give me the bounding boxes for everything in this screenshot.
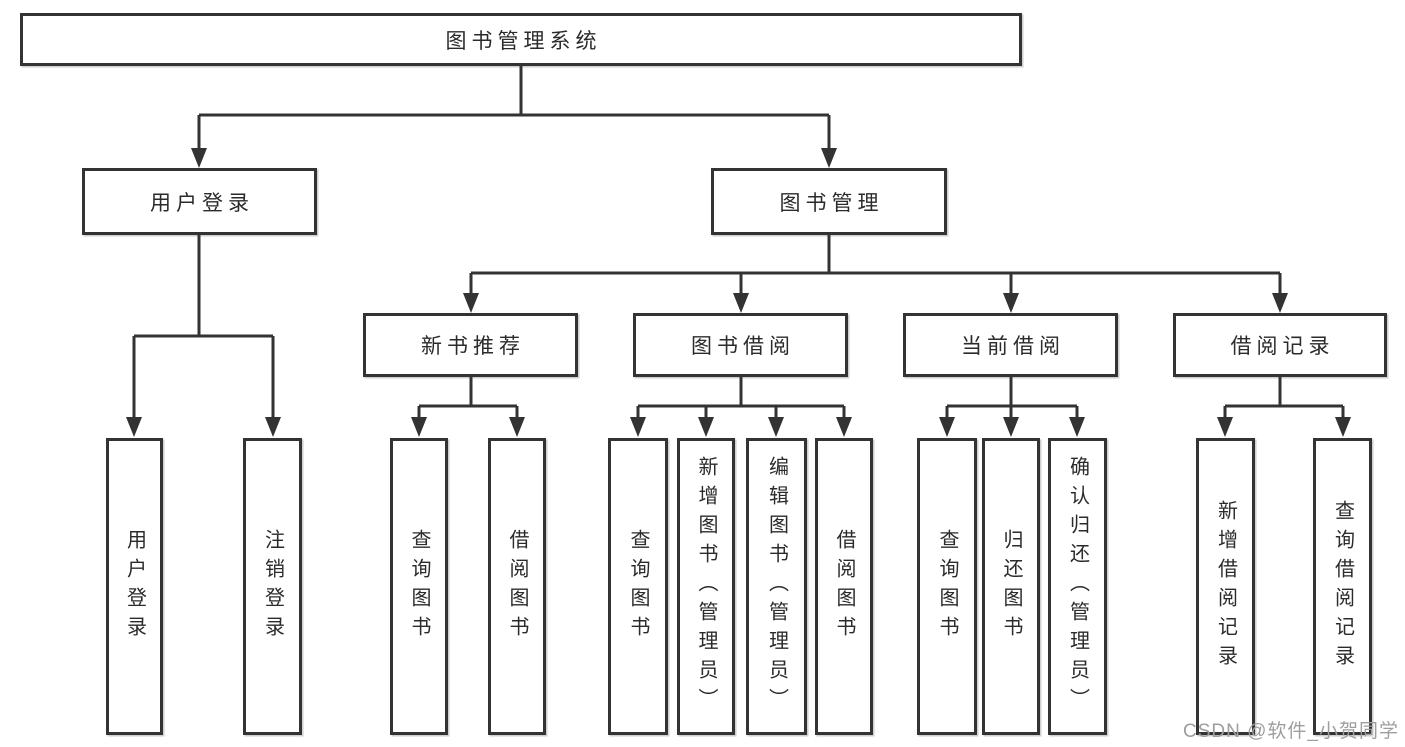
leaf-add-book-admin: 新增图书（管理员） — [677, 438, 735, 735]
node-book-management-label: 图书管理 — [779, 191, 884, 215]
leaf-return-books-label: 归还图书 — [1000, 528, 1022, 645]
leaf-borrow-books-1-label: 借阅图书 — [506, 528, 528, 645]
connector-book-mgmt — [463, 235, 1288, 313]
node-user-login: 用户登录 — [82, 168, 317, 235]
connector-current — [939, 377, 1085, 437]
leaf-logout-label: 注销登录 — [261, 528, 284, 645]
leaf-query-books-2: 查询图书 — [608, 438, 668, 735]
leaf-add-book-admin-label: 新增图书（管理员） — [695, 456, 717, 717]
leaf-user-login-label: 用户登录 — [123, 528, 146, 645]
node-current-borrowing-label: 当前借阅 — [961, 335, 1065, 358]
leaf-borrow-books-2: 借阅图书 — [815, 438, 873, 735]
leaf-return-books: 归还图书 — [982, 438, 1040, 735]
leaf-query-books-3-label: 查询图书 — [936, 528, 958, 645]
node-book-borrowing: 图书借阅 — [633, 313, 848, 377]
leaf-add-borrow-record-label: 新增借阅记录 — [1214, 499, 1237, 674]
connector-user-login — [126, 235, 281, 437]
leaf-edit-book-admin-label: 编辑图书（管理员） — [765, 456, 788, 717]
leaf-confirm-return-admin: 确认归还（管理员） — [1048, 438, 1107, 735]
node-new-book-recommend-label: 新书推荐 — [421, 335, 525, 358]
leaf-query-borrow-record: 查询借阅记录 — [1313, 438, 1372, 735]
node-borrowing-records: 借阅记录 — [1173, 313, 1387, 377]
connector-book-borrow — [630, 377, 852, 437]
connector-records — [1217, 377, 1351, 437]
node-book-management: 图书管理 — [711, 168, 947, 235]
connector-new-book — [411, 377, 525, 437]
node-root-label: 图书管理系统 — [445, 29, 602, 53]
leaf-query-borrow-record-label: 查询借阅记录 — [1331, 499, 1354, 674]
leaf-query-books-1: 查询图书 — [390, 438, 448, 735]
node-borrowing-records-label: 借阅记录 — [1230, 335, 1335, 358]
node-user-login-label: 用户登录 — [150, 191, 254, 215]
node-book-borrowing-label: 图书借阅 — [691, 335, 795, 358]
node-root: 图书管理系统 — [20, 13, 1022, 66]
leaf-edit-book-admin: 编辑图书（管理员） — [746, 438, 807, 735]
node-current-borrowing: 当前借阅 — [903, 313, 1118, 377]
leaf-user-login: 用户登录 — [106, 438, 163, 735]
leaf-query-books-1-label: 查询图书 — [408, 528, 430, 645]
leaf-query-books-2-label: 查询图书 — [627, 528, 649, 645]
leaf-borrow-books-1: 借阅图书 — [488, 438, 546, 735]
leaf-borrow-books-2-label: 借阅图书 — [833, 528, 855, 645]
csdn-watermark: CSDN @软件_小贺同学 — [1183, 721, 1399, 742]
connector-root — [191, 66, 837, 168]
leaf-add-borrow-record: 新增借阅记录 — [1196, 438, 1255, 735]
leaf-query-books-3: 查询图书 — [917, 438, 977, 735]
leaf-logout: 注销登录 — [243, 438, 302, 735]
leaf-confirm-return-admin-label: 确认归还（管理员） — [1066, 456, 1089, 717]
node-new-book-recommend: 新书推荐 — [363, 313, 578, 377]
